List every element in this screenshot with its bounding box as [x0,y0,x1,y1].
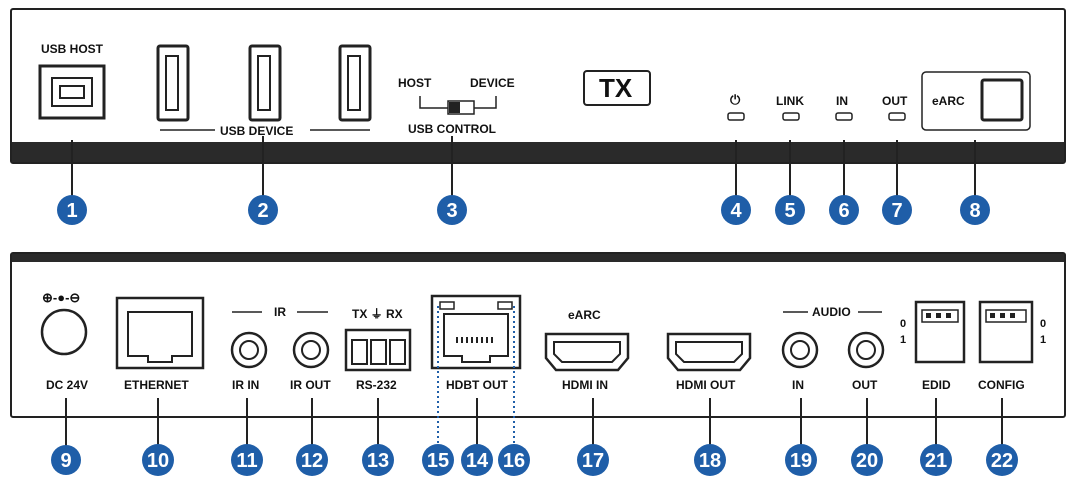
callout-5-label: 5 [784,200,795,222]
usb-control-label: USB CONTROL [408,122,496,136]
callout-8-label: 8 [969,200,980,222]
ir-jacks [230,311,330,369]
audio-label: AUDIO [812,305,851,319]
tx-label: TX [599,73,633,103]
callout-3 [437,195,467,225]
callout-13-label: 13 [367,450,389,472]
ir-in-label: IR IN [232,378,260,392]
rs232-pins-label: TX ⏚ RX [352,307,403,321]
callout-21-label: 21 [925,450,947,472]
callout-10 [142,444,174,476]
hdmi-out-label: HDMI OUT [676,378,736,392]
out-led-label: OUT [882,94,908,108]
front-panel-base [12,142,1064,162]
hdbt-out-port [430,294,522,370]
callout-20 [851,444,883,476]
tx-label-box [583,70,651,106]
callout-11-label: 11 [236,450,257,472]
callout-14 [461,444,493,476]
callout-12 [296,444,328,476]
hdmi-out-port [666,332,752,372]
rs232-terminal [344,328,412,372]
callout-7 [882,195,912,225]
ethernet-port [115,296,205,370]
audio-in-label: IN [792,378,804,392]
dc-polarity-icon: ⊕-●-⊖ [42,290,81,305]
usb-device-ports [156,44,372,131]
callout-19 [785,444,817,476]
callout-5 [775,195,805,225]
ir-label: IR [274,305,286,319]
link-led-label: LINK [776,94,804,108]
callout-13 [362,444,394,476]
callout-12-label: 12 [301,450,323,472]
callout-7-label: 7 [891,200,902,222]
callout-14-label: 14 [466,450,489,472]
callout-19-label: 19 [790,450,812,472]
callout-20-label: 20 [856,450,878,472]
config-switch-0-label: 0 [1040,318,1047,330]
front-leader-lines [71,136,976,200]
rear-leader-lines [65,398,1003,450]
in-led-label: IN [836,94,848,108]
edid-label: EDID [922,378,951,392]
hdbt-out-label: HDBT OUT [446,378,508,392]
ethernet-label: ETHERNET [124,378,189,392]
edid-switch-0-label: 0 [900,318,907,330]
host-label: HOST [398,76,432,90]
callout-17-label: 17 [582,450,604,472]
dc-24v-label: DC 24V [46,378,89,392]
ir-out-label: IR OUT [290,378,331,392]
rear-callouts: 9 10 11 12 13 15 14 16 17 18 19 20 21 22 [51,444,1018,476]
callout-6 [829,195,859,225]
earc-led-label: eARC [932,94,965,108]
callout-15-label: 15 [427,450,449,472]
edid-dip-switch [914,300,966,364]
hdmi-in-label: HDMI IN [562,378,608,392]
config-switch-1-label: 1 [1040,334,1047,346]
earc-port-label: eARC [568,308,601,322]
callout-1 [57,195,87,225]
callout-8 [960,195,990,225]
callout-9 [51,445,81,475]
callout-4 [721,195,751,225]
front-callouts: 1 2 3 4 5 6 7 8 [57,195,990,225]
callout-18 [694,444,726,476]
callout-16-label: 16 [503,450,525,472]
callout-22 [986,444,1018,476]
edid-switch-1-label: 1 [900,334,907,346]
usb-control-switch [419,96,497,115]
callout-22-label: 22 [991,450,1013,472]
callout-18-label: 18 [699,450,721,472]
dc-power-jack [40,308,88,356]
callout-2 [248,195,278,225]
usb-host-port [38,64,106,120]
callout-17 [577,444,609,476]
callout-21 [920,444,952,476]
usb-device-label: USB DEVICE [220,124,294,138]
callout-9-label: 9 [60,450,71,472]
device-label: DEVICE [470,76,515,90]
callout-4-label: 4 [730,200,742,222]
callout-2-label: 2 [257,200,268,222]
audio-out-label: OUT [852,378,878,392]
rs232-label: RS-232 [356,378,397,392]
power-icon: ⏻ [730,92,741,107]
usb-host-label: USB HOST [41,42,104,56]
config-label: CONFIG [978,378,1025,392]
callout-11 [231,444,263,476]
config-dip-switch [978,300,1034,364]
callout-3-label: 3 [446,200,457,222]
callout-10-label: 10 [147,450,169,472]
hdbt-led-leaders [437,306,515,450]
audio-jacks [781,311,885,369]
callout-1-label: 1 [66,200,77,222]
earc-button [921,71,1031,131]
callout-6-label: 6 [838,200,849,222]
callout-16 [498,444,530,476]
rear-panel-top-edge [12,254,1064,262]
callout-15 [422,444,454,476]
hdmi-in-port [544,332,630,372]
